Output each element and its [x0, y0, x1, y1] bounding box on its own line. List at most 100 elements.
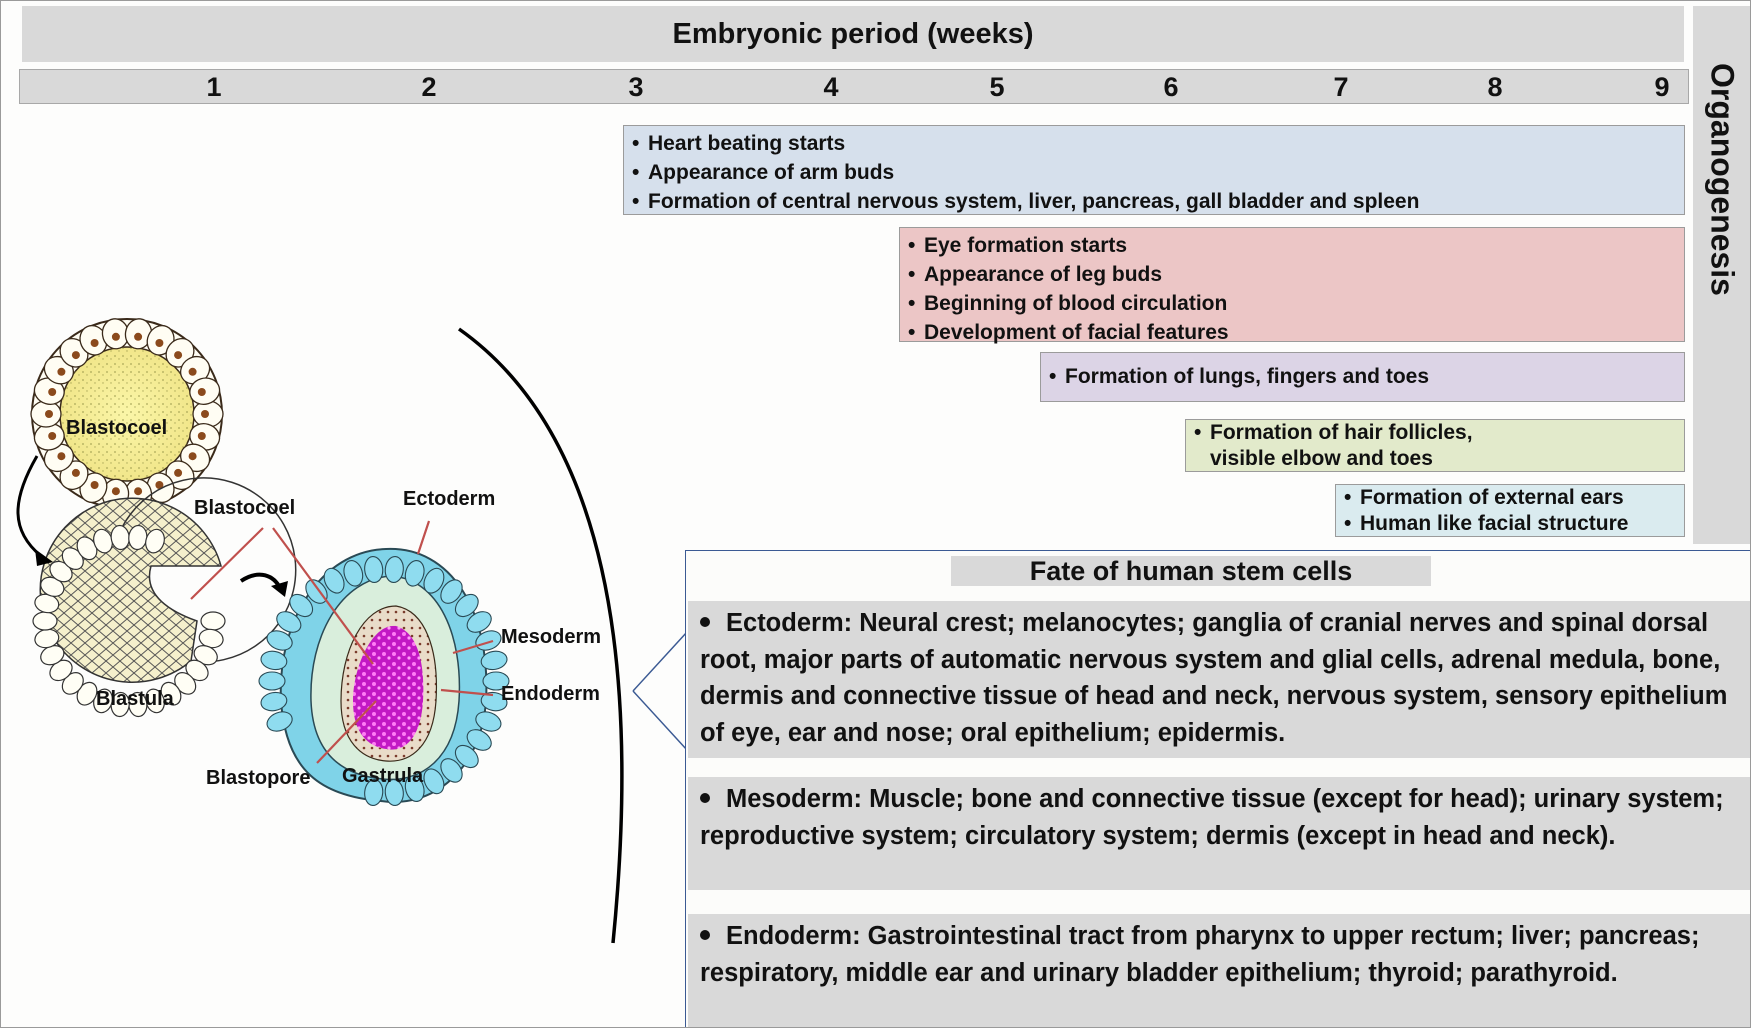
label-blastula: Blastula	[96, 688, 174, 710]
cell-shape	[404, 775, 425, 802]
week-label: 3	[628, 72, 644, 102]
cell-nucleus	[90, 339, 99, 347]
cell-nucleus	[201, 410, 209, 418]
cell-nucleus	[134, 332, 143, 341]
cell-shape	[423, 567, 445, 594]
cell-shape	[323, 567, 345, 594]
milestone-item: Development of facial features	[908, 318, 1676, 347]
cell-shape	[384, 555, 404, 584]
cell-nucleus	[174, 468, 183, 477]
milestone-item: Formation of central nervous system, liv…	[632, 187, 1676, 216]
cell-shape	[454, 593, 479, 618]
milestone-item: Formation of external ears	[1344, 485, 1676, 511]
milestone-week5: Formation of lungs, fingers and toes	[1040, 352, 1685, 402]
cell-shape	[480, 650, 508, 671]
fate-entry-text: Endoderm: Gastrointestinal tract from ph…	[700, 922, 1700, 987]
cell-nucleus	[197, 432, 206, 440]
cell-nucleus	[134, 487, 143, 496]
fate-entry-mesoderm: Mesoderm: Muscle; bone and connective ti…	[688, 777, 1750, 890]
milestone-item: Human like facial structure	[1344, 511, 1676, 537]
blastocyst-drawing	[30, 318, 224, 510]
milestone-item: Eye formation starts	[908, 231, 1676, 260]
cell-shape	[454, 744, 479, 769]
fate-title: Fate of human stem cells	[951, 556, 1431, 586]
cell-shape	[404, 560, 425, 587]
bullet-dot	[700, 793, 710, 804]
cell-nucleus	[57, 367, 66, 376]
milestone-week4: Eye formation starts Appearance of leg b…	[899, 227, 1685, 347]
development-diagram	[16, 318, 688, 944]
cell-nucleus	[188, 367, 197, 376]
week-label: 4	[823, 72, 839, 102]
milestone-item: Formation of lungs, fingers and toes	[1049, 362, 1676, 391]
cell-nucleus	[188, 452, 197, 461]
timeline-title: Embryonic period (weeks)	[22, 6, 1684, 62]
milestone-item: Appearance of leg buds	[908, 260, 1676, 289]
fate-entry-text: Mesoderm: Muscle; bone and connective ti…	[700, 785, 1724, 850]
week-label: 9	[1654, 72, 1670, 102]
fate-panel: Fate of human stem cells Ectoderm: Neura…	[685, 550, 1750, 1027]
week-label: 1	[206, 72, 222, 102]
blastula-drawing	[32, 477, 297, 718]
cell-shape	[343, 560, 364, 587]
gastrula-drawing	[258, 547, 510, 807]
cell-shape	[482, 671, 510, 691]
week-label: 2	[421, 72, 437, 102]
cell-shape	[266, 711, 293, 732]
milestone-week7: Formation of external ears Human like fa…	[1335, 484, 1685, 537]
label-mesoderm: Mesoderm	[501, 626, 602, 648]
cell-shape	[289, 593, 314, 618]
organogenesis-label: Organogenesis	[1704, 63, 1740, 296]
cell-shape	[364, 555, 384, 584]
bullet-dot	[700, 930, 710, 941]
label-blastocoel: Blastocoel	[194, 497, 296, 519]
week-label: 5	[989, 72, 1005, 102]
cell-nucleus	[45, 410, 53, 418]
cell-nucleus	[48, 388, 57, 396]
cell-shape	[305, 579, 328, 604]
cell-nucleus	[197, 388, 206, 396]
cell-nucleus	[57, 452, 66, 461]
cell-nucleus	[155, 339, 164, 347]
label-blastocoel-top: Blastocoel	[66, 417, 168, 439]
cell-shape	[276, 611, 302, 633]
cell-shape	[266, 630, 293, 651]
label-gastrula: Gastrula	[342, 765, 424, 787]
milestone-item: Appearance of arm buds	[632, 158, 1676, 187]
cell-shape	[423, 768, 445, 795]
week-label: 7	[1333, 72, 1349, 102]
cell-nucleus	[174, 351, 183, 360]
week-label: 8	[1487, 72, 1503, 102]
cell-shape	[466, 611, 492, 633]
cell-nucleus	[90, 481, 99, 489]
label-blastopore: Blastopore	[206, 767, 311, 789]
label-endoderm: Endoderm	[501, 683, 600, 705]
cell-nucleus	[71, 468, 80, 477]
organogenesis-bar: Organogenesis	[1693, 6, 1750, 544]
cell-shape	[258, 671, 286, 691]
cell-nucleus	[155, 481, 164, 489]
fate-entry-ectoderm: Ectoderm: Neural crest; melanocytes; gan…	[688, 601, 1750, 758]
weeks-axis: 1 2 3 4 5 6 7 8 9	[19, 69, 1689, 104]
milestone-item: Formation of hair follicles, visible elb…	[1194, 420, 1676, 472]
fate-entry-text: Ectoderm: Neural crest; melanocytes; gan…	[700, 609, 1728, 747]
milestone-item: Beginning of blood circulation	[908, 289, 1676, 318]
milestone-week6: Formation of hair follicles, visible elb…	[1185, 419, 1685, 472]
cell-shape	[260, 691, 288, 712]
cell-shape	[145, 528, 165, 554]
cell-shape	[364, 778, 384, 807]
cell-shape	[440, 579, 463, 604]
milestone-week3: Heart beating starts Appearance of arm b…	[623, 125, 1685, 216]
label-ectoderm: Ectoderm	[403, 488, 496, 510]
cell-shape	[384, 778, 404, 807]
cell-shape	[260, 650, 288, 671]
cell-shape	[440, 758, 463, 783]
cell-nucleus	[111, 332, 120, 341]
cell-nucleus	[48, 432, 57, 440]
cell-shape	[466, 729, 492, 751]
cell-shape	[200, 611, 226, 631]
cell-nucleus	[71, 351, 80, 360]
cell-shape	[475, 711, 502, 732]
week-label: 6	[1163, 72, 1179, 102]
